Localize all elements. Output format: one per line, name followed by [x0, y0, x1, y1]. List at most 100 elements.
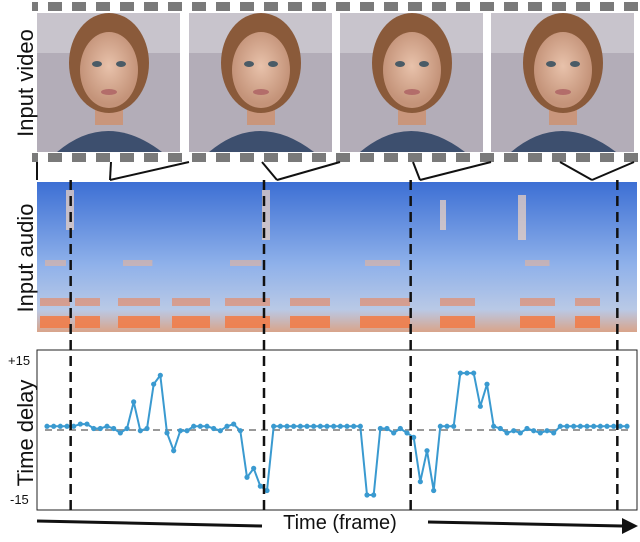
delay-point: [177, 428, 183, 434]
delay-point: [64, 423, 70, 429]
delay-point: [351, 423, 357, 429]
delay-point: [297, 423, 303, 429]
delay-point: [397, 425, 403, 432]
delay-point: [157, 372, 163, 378]
delay-point: [71, 423, 77, 429]
delay-point: [617, 423, 623, 429]
delay-point: [437, 423, 443, 429]
delay-point: [137, 428, 143, 434]
delay-point: [597, 423, 603, 429]
video-frame: [340, 13, 483, 152]
delay-point: [451, 423, 457, 429]
video-frame: [491, 13, 634, 152]
delay-point: [184, 428, 190, 434]
delay-point: [584, 423, 590, 429]
delay-point: [324, 423, 330, 429]
delay-point: [131, 399, 137, 405]
delay-point: [97, 425, 103, 432]
frame-connectors: [36, 161, 635, 181]
delay-point: [164, 430, 170, 436]
delay-point: [497, 425, 503, 432]
video-frame: [37, 13, 180, 152]
delay-point: [557, 423, 563, 429]
delay-point: [424, 448, 430, 454]
delay-point: [591, 423, 597, 429]
time-axis-right-line: [427, 520, 623, 528]
delay-point: [431, 487, 437, 494]
delay-line: [47, 372, 627, 496]
delay-point: [191, 423, 197, 429]
delay-point: [417, 479, 423, 485]
film-strip-top: [32, 2, 638, 11]
delay-point: [524, 425, 530, 432]
delay-point: [171, 448, 177, 454]
delay-series: [44, 370, 630, 498]
input-video-label: Input video: [13, 29, 38, 137]
delay-point: [337, 423, 343, 429]
delay-point: [604, 423, 610, 429]
delay-point: [311, 423, 317, 429]
time-axis-arrowhead: [622, 518, 638, 534]
time-axis-left-line: [36, 519, 263, 528]
delay-point: [364, 492, 370, 498]
delay-point: [124, 425, 130, 432]
video-frames: [37, 13, 634, 152]
delay-point: [457, 370, 463, 376]
delay-point: [371, 492, 377, 498]
delay-point: [531, 428, 537, 434]
delay-point: [117, 430, 123, 436]
delay-point: [571, 423, 577, 429]
delay-point: [331, 423, 337, 429]
delay-point: [231, 421, 237, 427]
delay-point: [357, 423, 363, 429]
delay-point: [57, 423, 63, 429]
delay-point: [257, 483, 263, 489]
film-strip-bottom: [32, 153, 638, 162]
delay-point: [504, 430, 510, 436]
delay-point: [344, 423, 350, 429]
delay-point: [271, 423, 277, 429]
delay-point: [304, 423, 310, 429]
delay-point: [77, 421, 83, 427]
delay-point: [284, 423, 290, 429]
delay-point: [511, 428, 517, 434]
delay-point: [517, 430, 523, 436]
delay-point: [384, 425, 390, 432]
delay-point: [491, 423, 497, 429]
delay-point: [244, 474, 250, 480]
delay-point: [484, 381, 490, 387]
delay-point: [51, 423, 57, 429]
delay-point: [44, 423, 50, 429]
video-frame: [189, 13, 332, 152]
delay-point: [411, 434, 417, 440]
delay-point: [391, 430, 397, 436]
delay-point: [477, 403, 483, 409]
delay-point: [211, 425, 217, 432]
delay-point: [564, 423, 570, 429]
spectrogram: [37, 182, 637, 332]
delay-point: [104, 423, 110, 429]
delay-point: [144, 425, 150, 432]
ytick-bottom: -15: [10, 492, 29, 507]
delay-point: [464, 370, 470, 376]
delay-point: [224, 423, 230, 429]
delay-point: [291, 423, 297, 429]
delay-point: [611, 423, 617, 429]
delay-point: [551, 430, 557, 436]
delay-point: [544, 428, 550, 434]
delay-point: [444, 423, 450, 429]
delay-point: [197, 423, 203, 429]
delay-point: [404, 430, 410, 436]
ytick-top: +15: [8, 353, 31, 368]
delay-point: [624, 423, 630, 429]
delay-point: [377, 425, 383, 432]
input-audio-label: Input audio: [13, 203, 38, 313]
delay-point: [251, 465, 257, 471]
delay-point: [264, 487, 270, 494]
delay-point: [317, 423, 323, 429]
delay-point: [151, 381, 157, 387]
delay-point: [91, 425, 97, 432]
delay-point: [537, 430, 543, 436]
delay-point: [471, 370, 477, 376]
